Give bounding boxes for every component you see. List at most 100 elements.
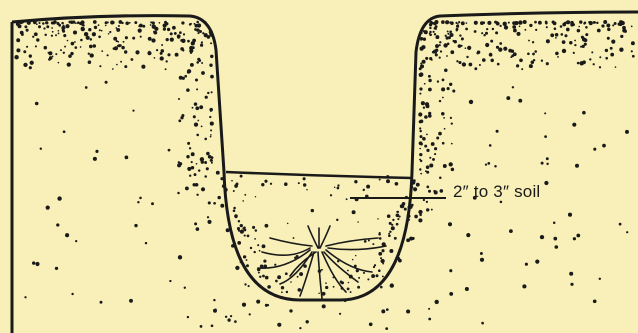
soil-particle xyxy=(572,23,575,26)
soil-particle xyxy=(166,38,169,41)
soil-particle xyxy=(532,53,535,56)
soil-particle xyxy=(449,292,453,296)
soil-particle xyxy=(518,99,522,103)
soil-particle xyxy=(152,25,156,29)
soil-particle xyxy=(16,38,20,42)
soil-particle xyxy=(101,30,103,32)
soil-particle xyxy=(222,184,226,188)
soil-particle xyxy=(568,213,572,217)
soil-particle xyxy=(438,132,442,136)
soil-particle xyxy=(358,277,360,279)
soil-particle xyxy=(443,164,447,168)
soil-particle xyxy=(429,27,431,29)
soil-particle xyxy=(318,269,322,273)
soil-particle xyxy=(620,35,623,38)
soil-particle xyxy=(392,219,394,221)
soil-particle xyxy=(209,30,213,34)
soil-particle xyxy=(428,308,430,310)
soil-particle xyxy=(80,39,83,42)
soil-particle xyxy=(440,50,442,52)
soil-particle xyxy=(265,224,269,228)
soil-particle xyxy=(435,53,438,56)
soil-particle xyxy=(120,61,122,63)
soil-particle xyxy=(161,44,163,46)
soil-particle xyxy=(160,56,164,60)
soil-particle xyxy=(355,255,356,256)
soil-particle xyxy=(423,199,425,201)
soil-particle xyxy=(206,167,209,170)
soil-particle xyxy=(553,22,557,26)
soil-particle xyxy=(569,41,572,44)
soil-particle xyxy=(305,320,308,323)
soil-particle xyxy=(474,21,478,25)
soil-particle xyxy=(209,108,213,112)
soil-particle xyxy=(129,299,133,303)
soil-particle xyxy=(458,44,462,48)
soil-particle xyxy=(611,40,615,44)
soil-particle xyxy=(346,198,348,200)
soil-particle xyxy=(522,284,526,288)
soil-particle xyxy=(281,286,284,289)
soil-particle xyxy=(63,130,66,133)
soil-particle xyxy=(481,322,484,325)
soil-particle xyxy=(206,152,210,156)
soil-particle xyxy=(285,272,288,275)
soil-particle xyxy=(544,181,548,185)
soil-particle xyxy=(482,21,485,24)
soil-particle xyxy=(52,31,54,33)
soil-particle xyxy=(121,46,125,50)
soil-particle xyxy=(233,190,235,192)
soil-particle xyxy=(424,30,428,34)
soil-particle xyxy=(349,275,353,279)
soil-particle xyxy=(71,42,75,46)
soil-particle xyxy=(181,39,185,43)
soil-particle xyxy=(419,72,423,76)
soil-particle xyxy=(257,244,259,246)
soil-particle xyxy=(580,46,582,48)
soil-particle xyxy=(406,309,410,313)
soil-particle xyxy=(187,142,190,145)
soil-particle xyxy=(428,75,431,78)
soil-particle xyxy=(180,116,183,119)
soil-particle xyxy=(554,27,557,30)
soil-particle xyxy=(141,65,145,69)
soil-particle xyxy=(441,20,445,24)
soil-particle xyxy=(474,30,477,33)
soil-particle xyxy=(474,67,477,70)
soil-particle xyxy=(196,227,200,231)
soil-particle xyxy=(55,53,57,55)
soil-particle xyxy=(546,163,548,165)
soil-particle xyxy=(189,175,191,177)
soil-particle xyxy=(631,41,635,45)
soil-particle xyxy=(419,168,421,170)
soil-particle xyxy=(207,92,209,94)
soil-particle xyxy=(631,50,633,52)
soil-particle xyxy=(583,22,585,24)
soil-particle xyxy=(443,43,447,47)
soil-particle xyxy=(298,182,300,184)
soil-particle xyxy=(277,323,281,327)
soil-particle xyxy=(199,30,202,33)
soil-particle xyxy=(234,214,238,218)
soil-particle xyxy=(602,144,606,148)
soil-particle xyxy=(134,21,137,24)
soil-particle xyxy=(603,20,607,24)
soil-particle xyxy=(575,164,579,168)
soil-particle xyxy=(499,42,502,45)
soil-particle xyxy=(422,137,426,141)
soil-particle xyxy=(341,281,344,284)
soil-level-line xyxy=(226,172,412,178)
soil-particle xyxy=(201,160,204,163)
soil-particle xyxy=(429,33,431,35)
soil-particle xyxy=(208,201,211,204)
soil-particle xyxy=(357,221,359,223)
soil-particle xyxy=(247,235,250,238)
soil-particle xyxy=(318,293,320,295)
soil-particle xyxy=(434,33,436,35)
soil-particle xyxy=(240,230,244,234)
soil-particle xyxy=(494,165,497,168)
soil-particle xyxy=(378,269,381,272)
soil-particle xyxy=(618,22,621,25)
soil-particle xyxy=(593,299,597,303)
